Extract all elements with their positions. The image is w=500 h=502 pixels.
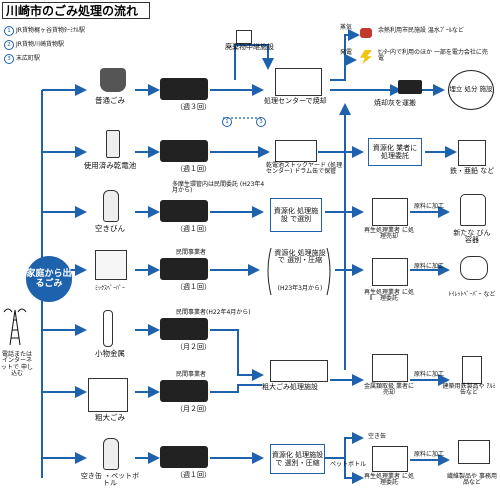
category-bottle: 空きびん [95,224,125,233]
battery-result: 鉄・亜鉛 など [450,167,495,175]
paper-contract: 再生処理業者 に処理委託 [364,289,414,303]
factory-icon [372,354,408,382]
heat-use-label: 余熱利用市民施設 温水ﾌﾟｰﾙなど [378,27,464,34]
relay-marker-3: 3 [256,113,268,130]
collector-note-metal: 民間事業者(H22年4月から) [176,309,251,316]
relay-marker-1: 1 [222,113,234,130]
metal-contract: 金属類取扱 業者に売却 [364,383,414,397]
cans-contract: 再生処理業者 に処理委託 [364,473,414,487]
battery-storage-icon [275,140,317,162]
garbage-truck-icon [160,78,208,100]
hot-spring-icon [360,28,372,38]
metal-process: 原料に加工 [414,371,445,378]
ash-transport-label: 焼却灰を運搬 [374,99,416,107]
facility-paper-sort-note: (H23年3月から) [277,285,323,292]
frequency-metal: （月２回） [176,343,211,351]
frequency-paper: （週１回） [176,283,211,291]
factory-icon [372,258,408,286]
steel-icon [458,140,486,166]
metal-result: 建築用鉄製品や ｱﾙﾐ缶など [442,383,496,397]
relay-building-icon [236,30,252,44]
garbage-bag-icon [100,68,126,92]
textile-icon [458,440,490,464]
household-waste-circle: 家庭から出るごみ [26,256,72,302]
category-sodai: 粗大ごみ [95,413,125,422]
garbage-truck-icon [160,140,208,162]
category-battery: 使用済み乾電池 [83,161,137,170]
telecom-note: 電話または インターネットで 申し込む [1,351,33,377]
incinerator-icon [275,68,322,96]
spoon-icon [103,310,113,347]
facility-paper-sort: 資源化 処理施設で 選別・圧縮 [274,249,326,265]
cans-result: 繊維製品や 事務用品など [447,473,497,487]
facility-relay: 廃棄物中継施設 [225,43,274,51]
category-paper: ﾐｯｸｽﾍﾟｰﾊﾟｰ [94,285,125,292]
battery-contract: 資源化 業者に 処理委託 [368,138,422,166]
paper-process: 原料に加工 [414,263,445,270]
garbage-truck-icon [160,318,208,340]
page-title: 川崎市のごみ処理の流れ [2,2,150,19]
bottle-contract: 再生処理業者 に処理売却 [364,227,414,241]
paper-stack-icon [95,250,127,280]
facility-bottle-sort: 資源化 処理施設 で選別 [270,198,322,232]
bottle-icon [103,190,119,222]
facility-battery-store: 乾電池ストックヤード (処理センター) ドラム缶で保管 [266,162,343,176]
facility-incinerate: 処理センターで焼却 [264,97,327,105]
garbage-truck-icon [160,380,208,402]
bottle-process: 原料に加工 [414,203,445,210]
rail-icon [462,356,482,384]
garbage-truck-icon [160,258,208,280]
garbage-truck-icon [160,200,208,222]
cabinet-icon [88,378,128,412]
ash-truck-icon [398,80,422,94]
cans-split-can: 空き缶 [368,433,387,440]
power-use-label: ｾﾝﾀｰ内で利用のほか 一部を電力会社に売電 [378,49,488,63]
cans-split-pet: ペットボトル [330,461,367,468]
frequency-bottle: （週１回） [176,225,211,233]
frequency-sodai: （月２回） [176,405,211,413]
frequency-futsu: （週３回） [176,103,211,111]
pet-bottle-icon [103,438,119,470]
cans-process: 原料に加工 [414,451,445,458]
heat-power-label: 発電 [340,49,353,56]
garbage-truck-icon [160,446,208,468]
heat-steam-label: 蒸気 [340,24,353,31]
frequency-cans: （週１回） [176,471,211,479]
category-metal: 小物金属 [95,349,125,358]
collector-note-sodai: 民間事業者 [176,371,207,378]
toilet-paper-icon [460,256,488,280]
bottle-result: 新たな びん容器 [453,229,491,245]
facility-sodai-plant: 粗大ごみ処理施設 [262,383,318,391]
collector-note-bottle: 多摩生環管内は民間委託 (H23年4月から) [172,181,265,195]
facility-cans-sort: 資源化 処理施設で 選別・圧縮 [270,444,325,474]
collector-note-paper: 民間事業者 [176,249,207,256]
factory-icon [372,446,408,472]
frequency-battery: （週１回） [176,165,211,173]
antenna-tower-icon [3,308,27,346]
bulky-waste-plant-icon [270,360,328,382]
paper-result: ﾄｲﾚｯﾄﾍﾟｰﾊﾟｰ など [448,291,496,298]
factory-icon [372,198,408,226]
battery-icon [106,130,120,158]
category-cans: 空き缶 ・ペットボトル [80,472,140,488]
new-bottle-icon [460,194,486,226]
landfill-facility: 埋立 処分 施設 [448,70,494,110]
category-futsu: 普通ごみ [95,96,125,105]
